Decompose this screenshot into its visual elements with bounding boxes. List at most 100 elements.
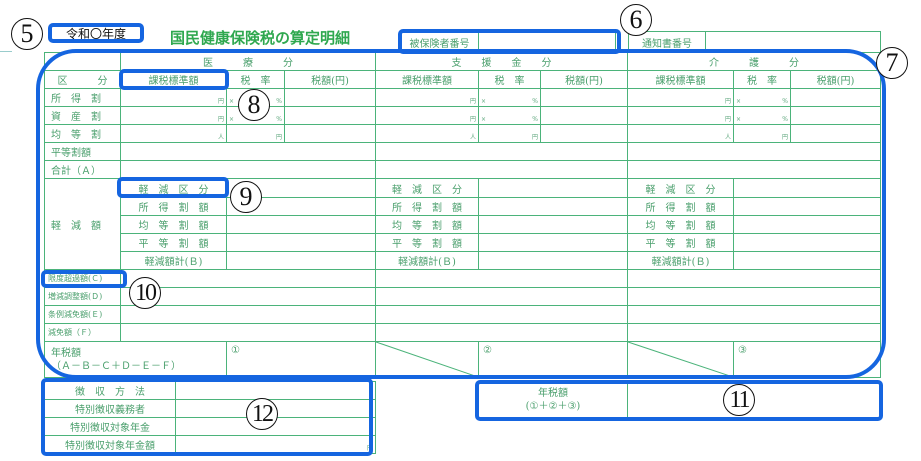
tax-base-field[interactable]: 人 bbox=[627, 124, 734, 143]
reduction-amount-field[interactable] bbox=[733, 178, 881, 198]
annual-tax-label: 年税額（Ａ－Ｂ－Ｃ＋Ｄ－Ｅ－Ｆ） bbox=[44, 341, 227, 378]
annotation-number: 5 bbox=[11, 18, 43, 50]
amount-field[interactable] bbox=[627, 160, 881, 179]
reduction-amount-field[interactable] bbox=[733, 233, 881, 252]
unit-label: 人 bbox=[469, 134, 476, 141]
reduction-row-label: 平 等 割 額 bbox=[375, 233, 479, 252]
reduction-row-label: 軽減額計(Ｂ) bbox=[627, 251, 734, 270]
reduction-amount-field[interactable] bbox=[478, 197, 628, 216]
unit-label: % bbox=[782, 116, 788, 123]
subtotal-field[interactable]: ① bbox=[226, 341, 376, 378]
tax-base-field[interactable]: 人 bbox=[375, 124, 479, 143]
reduction-row-label: 軽 減 区 分 bbox=[627, 178, 734, 198]
reduction-amount-field[interactable] bbox=[226, 251, 376, 270]
reduction-amount-field[interactable] bbox=[478, 233, 628, 252]
reduction-amount-field[interactable] bbox=[478, 215, 628, 234]
tax-amount-field[interactable] bbox=[540, 124, 628, 143]
tax-rate-field[interactable]: ×% bbox=[733, 88, 791, 107]
adjust-amount-field[interactable] bbox=[627, 269, 881, 288]
reduction-amount-field[interactable] bbox=[226, 215, 376, 234]
collection-row-label: 徴 収 方 法 bbox=[44, 381, 176, 400]
tax-amount-field[interactable] bbox=[790, 106, 881, 125]
amount-field[interactable] bbox=[120, 142, 376, 161]
amount-field[interactable] bbox=[120, 160, 376, 179]
adjust-amount-field[interactable] bbox=[627, 287, 881, 306]
tax-amount-field[interactable] bbox=[284, 88, 376, 107]
annotation-number: 11 bbox=[723, 384, 755, 416]
amount-field[interactable] bbox=[375, 142, 628, 161]
tax-base-field[interactable]: 円 bbox=[375, 106, 479, 125]
reduction-amount-field[interactable] bbox=[733, 197, 881, 216]
tax-amount-field[interactable] bbox=[790, 124, 881, 143]
reduction-row-label: 平 等 割 額 bbox=[627, 233, 734, 252]
tax-amount-field[interactable] bbox=[540, 106, 628, 125]
tax-rate-field[interactable]: 円 bbox=[478, 124, 541, 143]
column-header: 税額(円) bbox=[284, 70, 376, 89]
adjust-amount-field[interactable] bbox=[627, 305, 881, 324]
tax-base-field[interactable]: 円 bbox=[627, 106, 734, 125]
adjust-row-label: 増減調整額(Ｄ) bbox=[44, 287, 121, 306]
diagonal-cell bbox=[627, 341, 734, 378]
adjust-amount-field[interactable] bbox=[375, 323, 628, 342]
collection-field[interactable] bbox=[175, 381, 376, 400]
reduction-amount-field[interactable] bbox=[478, 178, 628, 198]
amount-field[interactable] bbox=[375, 160, 628, 179]
tax-amount-field[interactable] bbox=[284, 124, 376, 143]
row-label: 資 産 割 bbox=[44, 106, 121, 125]
corner-cell bbox=[44, 52, 121, 71]
row-label: 平等割額 bbox=[44, 142, 121, 161]
reduction-label: 軽 減 額 bbox=[44, 178, 121, 270]
tax-amount-field[interactable] bbox=[790, 88, 881, 107]
adjust-amount-field[interactable] bbox=[375, 287, 628, 306]
annual-tax-text: （Ａ－Ｂ－Ｃ＋Ｄ－Ｅ－Ｆ） bbox=[51, 360, 181, 372]
annotation-number: 6 bbox=[620, 4, 652, 36]
total-text: (①＋②＋③) bbox=[525, 401, 581, 412]
reduction-amount-field[interactable] bbox=[478, 251, 628, 270]
diagonal-line bbox=[376, 342, 478, 377]
reduction-amount-field[interactable] bbox=[733, 251, 881, 270]
tax-amount-field[interactable] bbox=[284, 106, 376, 125]
divider bbox=[0, 51, 12, 52]
reduction-amount-field[interactable] bbox=[226, 233, 376, 252]
adjust-amount-field[interactable] bbox=[375, 305, 628, 324]
unit-label: 円 bbox=[217, 116, 224, 123]
unit-label: 円 bbox=[366, 445, 373, 452]
annotation-number: 9 bbox=[230, 181, 262, 213]
insured-number-field[interactable] bbox=[478, 31, 616, 53]
section-header: 医 療 分 bbox=[120, 52, 376, 71]
column-header: 税額(円) bbox=[790, 70, 881, 89]
adjust-amount-field[interactable] bbox=[120, 305, 376, 324]
tax-amount-field[interactable] bbox=[540, 88, 628, 107]
tax-base-field[interactable]: 人 bbox=[120, 124, 227, 143]
reduction-amount-field[interactable] bbox=[733, 215, 881, 234]
adjust-amount-field[interactable] bbox=[120, 323, 376, 342]
reduction-row-label: 均 等 割 額 bbox=[375, 215, 479, 234]
row-label: 所 得 割 bbox=[44, 88, 121, 107]
tax-base-field[interactable]: 円 bbox=[627, 88, 734, 107]
tax-base-field[interactable]: 円 bbox=[375, 88, 479, 107]
tax-rate-field[interactable]: ×% bbox=[478, 88, 541, 107]
unit-label: × bbox=[736, 116, 742, 123]
tax-base-field[interactable]: 円 bbox=[120, 106, 227, 125]
reduction-row-label: 所 得 割 額 bbox=[375, 197, 479, 216]
total-text: 年税額 bbox=[538, 388, 568, 399]
section-header: 介 護 分 bbox=[627, 52, 881, 71]
notice-number-field[interactable] bbox=[705, 31, 881, 53]
tax-rate-field[interactable]: ×% bbox=[478, 106, 541, 125]
reduction-row-label: 平 等 割 額 bbox=[120, 233, 227, 252]
adjust-amount-field[interactable] bbox=[375, 269, 628, 288]
tax-rate-field[interactable]: 円 bbox=[733, 124, 791, 143]
tax-rate-field[interactable]: ×% bbox=[733, 106, 791, 125]
column-header: 課税標準額 bbox=[120, 70, 227, 89]
unit-label: 円 bbox=[724, 116, 731, 123]
reduction-row-label: 均 等 割 額 bbox=[627, 215, 734, 234]
subtotal-field[interactable]: ② bbox=[478, 341, 628, 378]
tax-rate-field[interactable]: 円 bbox=[226, 124, 285, 143]
tax-base-field[interactable]: 円 bbox=[120, 88, 227, 107]
amount-field[interactable] bbox=[627, 142, 881, 161]
adjust-amount-field[interactable] bbox=[627, 323, 881, 342]
collection-field[interactable]: 円 bbox=[175, 435, 376, 454]
column-header: 課税標準額 bbox=[627, 70, 734, 89]
reduction-row-label: 所 得 割 額 bbox=[627, 197, 734, 216]
subtotal-field[interactable]: ③ bbox=[733, 341, 881, 378]
